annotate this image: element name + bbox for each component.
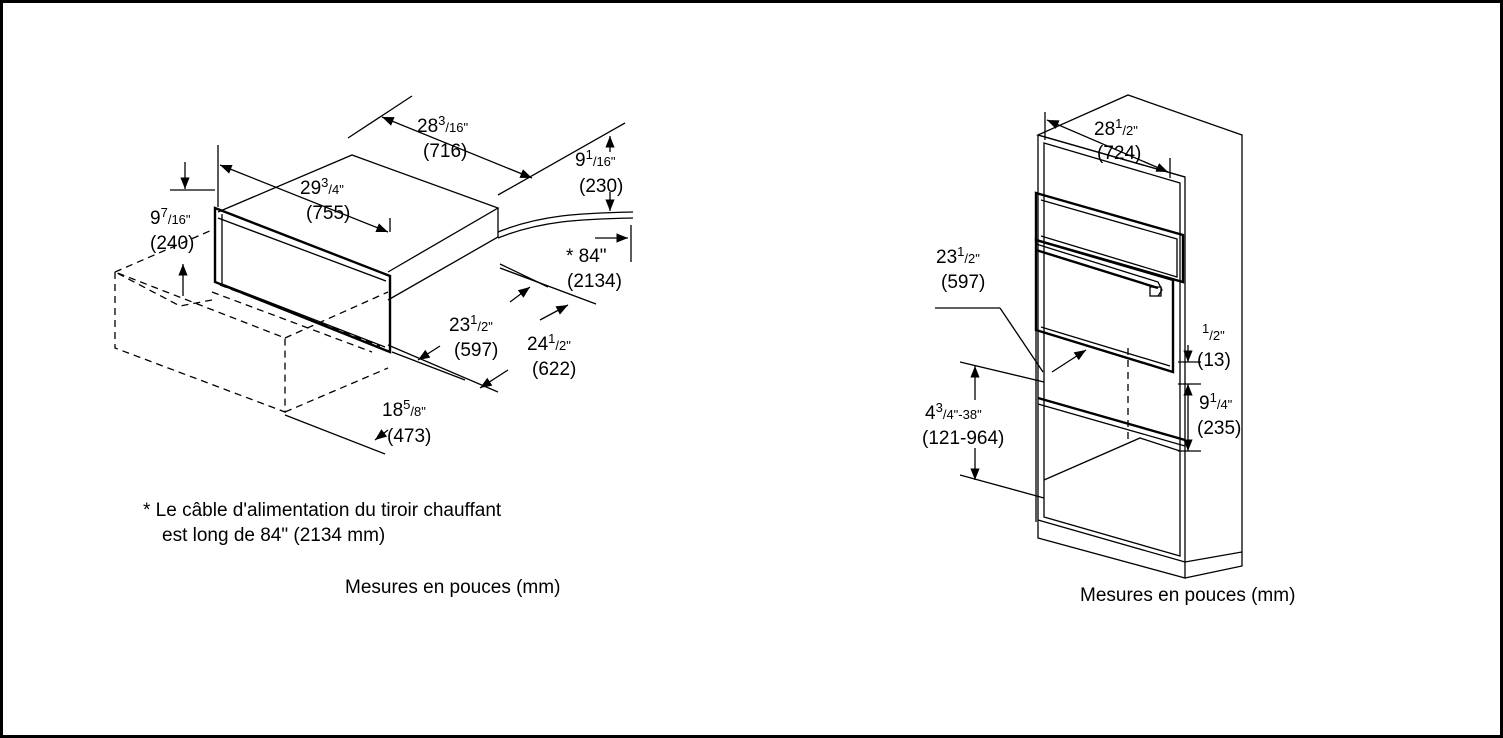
svg-text:(473): (473) bbox=[387, 426, 431, 447]
svg-text:(597): (597) bbox=[941, 272, 985, 293]
svg-text:185/8": 185/8" bbox=[382, 397, 426, 421]
dim-1-2: 1/2" (13) bbox=[1197, 321, 1231, 371]
dimension-lines-right bbox=[935, 112, 1201, 499]
cabinet-opening-outline bbox=[114, 229, 389, 413]
svg-text:293/4": 293/4" bbox=[300, 175, 344, 199]
svg-text:(724): (724) bbox=[1097, 143, 1141, 164]
svg-text:231/2": 231/2" bbox=[936, 244, 980, 268]
dim-84-cable: * 84" (2134) bbox=[566, 246, 622, 292]
dim-9-1-4: 91/4" (235) bbox=[1197, 390, 1241, 439]
cable-footnote-line-2: est long de 84" (2134 mm) bbox=[162, 525, 385, 546]
svg-text:231/2": 231/2" bbox=[449, 312, 493, 336]
dim-24-1-2: 241/2" (622) bbox=[527, 331, 576, 380]
dim-18-5-8: 185/8" (473) bbox=[382, 397, 431, 447]
svg-text:43/4"-38": 43/4"-38" bbox=[925, 400, 982, 424]
svg-text:91/4": 91/4" bbox=[1199, 390, 1233, 414]
svg-text:(240): (240) bbox=[150, 233, 194, 254]
dim-4-3-4-38: 43/4"-38" (121-964) bbox=[922, 400, 1004, 449]
dim-28-3-16: 283/16" (716) bbox=[417, 113, 468, 162]
right-caption: Mesures en pouces (mm) bbox=[1080, 585, 1295, 606]
svg-text:(755): (755) bbox=[306, 203, 350, 224]
dim-29-3-4: 293/4" (755) bbox=[300, 175, 350, 224]
svg-text:(230): (230) bbox=[579, 176, 623, 197]
dimension-lines-left bbox=[170, 95, 632, 455]
dim-28-1-2: 281/2" (724) bbox=[1094, 116, 1141, 164]
svg-text:(622): (622) bbox=[532, 359, 576, 380]
warming-drawer-drawing: 283/16" (716) 293/4" (755) 91/16" (230) … bbox=[114, 95, 634, 598]
dim-9-7-16: 97/16" (240) bbox=[150, 205, 194, 254]
oven-unit bbox=[1034, 191, 1186, 522]
cable-footnote-line-1: * Le câble d'alimentation du tiroir chau… bbox=[143, 500, 502, 521]
power-cable bbox=[497, 211, 634, 233]
svg-text:97/16": 97/16" bbox=[150, 205, 191, 229]
svg-text:* 84": * 84" bbox=[566, 246, 607, 267]
dim-9-1-16: 91/16" (230) bbox=[575, 147, 623, 197]
svg-text:(597): (597) bbox=[454, 340, 498, 361]
svg-text:281/2": 281/2" bbox=[1094, 116, 1138, 140]
cabinet-drawing: 281/2" (724) 231/2" (597) 1/2" (13) 91/4… bbox=[922, 94, 1295, 606]
dim-23-1-2-right: 231/2" (597) bbox=[936, 244, 985, 293]
svg-text:283/16": 283/16" bbox=[417, 113, 468, 137]
svg-text:91/16": 91/16" bbox=[575, 147, 616, 171]
svg-text:(235): (235) bbox=[1197, 418, 1241, 439]
svg-text:241/2": 241/2" bbox=[527, 331, 571, 355]
svg-text:(13): (13) bbox=[1197, 350, 1231, 371]
left-caption: Mesures en pouces (mm) bbox=[345, 577, 560, 598]
dim-23-1-2: 231/2" (597) bbox=[449, 312, 498, 361]
svg-text:1/2": 1/2" bbox=[1202, 321, 1225, 343]
svg-text:(2134): (2134) bbox=[567, 271, 622, 292]
svg-text:(716): (716) bbox=[423, 141, 467, 162]
svg-text:(121-964): (121-964) bbox=[922, 428, 1004, 449]
